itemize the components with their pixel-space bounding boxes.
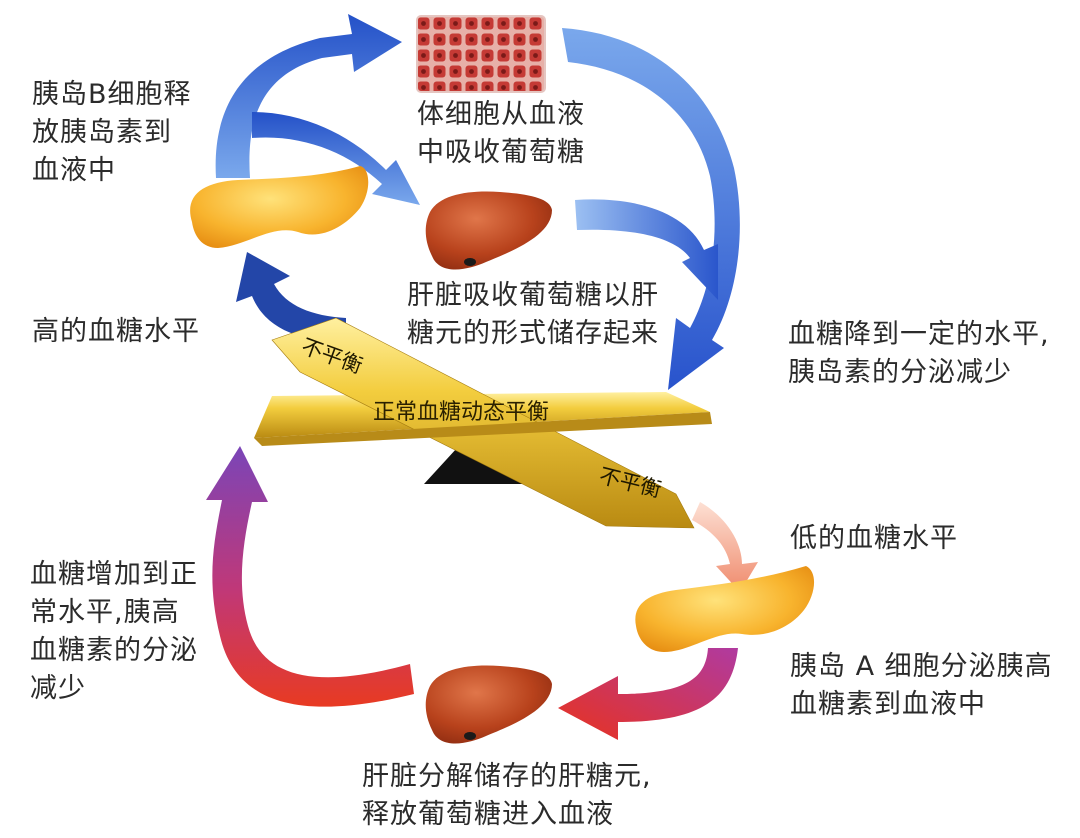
label-line: 肝脏分解储存的肝糖元, bbox=[362, 761, 652, 792]
label-glucose-rise: 血糖增加到正 常水平,胰高 血糖素的分泌 减少 bbox=[30, 556, 198, 708]
label-cells-absorb: 体细胞从血液 中吸收葡萄糖 bbox=[417, 96, 585, 172]
balance-center-label: 正常血糖动态平衡 bbox=[373, 400, 549, 425]
label-line: 中吸收葡萄糖 bbox=[417, 137, 585, 168]
label-line: 血糖增加到正 bbox=[30, 559, 198, 590]
label-line: 胰岛素的分泌减少 bbox=[788, 357, 1012, 388]
label-line: 血糖素到血液中 bbox=[790, 689, 986, 720]
label-line: 肝脏吸收葡萄糖以肝 bbox=[407, 280, 659, 311]
balance-beam-underside bbox=[254, 412, 712, 446]
label-line: 血糖素的分泌 bbox=[30, 635, 198, 666]
label-line: 胰岛B细胞释 bbox=[32, 79, 192, 110]
arrow-liver-to-balance bbox=[206, 446, 414, 707]
label-line: 胰岛 A 细胞分泌胰高 bbox=[790, 651, 1053, 682]
label-pancreas-b-release: 胰岛B细胞释 放胰岛素到 血液中 bbox=[32, 76, 192, 190]
label-line: 血液中 bbox=[32, 155, 116, 186]
liver-icon bbox=[425, 191, 552, 270]
arrow-high-to-pancreas bbox=[236, 252, 346, 342]
pancreas-icon bbox=[190, 166, 369, 248]
label-line: 糖元的形式储存起来 bbox=[407, 318, 659, 349]
balance-beam-tilted bbox=[271, 317, 695, 529]
arrow-liver-to-main bbox=[575, 199, 718, 300]
pancreas-icon bbox=[635, 566, 815, 652]
label-line: 放胰岛素到 bbox=[32, 117, 172, 148]
label-low-glucose: 低的血糖水平 bbox=[790, 523, 958, 554]
label-glucose-drop: 血糖降到一定的水平, 胰岛素的分泌减少 bbox=[788, 316, 1050, 392]
liver-icon bbox=[425, 665, 552, 744]
arrow-pancreas-to-liver bbox=[558, 648, 738, 740]
label-liver-store: 肝脏吸收葡萄糖以肝 糖元的形式储存起来 bbox=[407, 277, 659, 353]
arrow-branch-to-liver bbox=[252, 112, 420, 205]
label-liver-release: 肝脏分解储存的肝糖元, 释放葡萄糖进入血液 bbox=[362, 758, 652, 834]
label-pancreas-a-release: 胰岛 A 细胞分泌胰高 血糖素到血液中 bbox=[790, 648, 1053, 724]
arrow-low-to-pancreas bbox=[692, 502, 758, 592]
body-cells-tissue-icon bbox=[416, 15, 546, 93]
label-high-glucose: 高的血糖水平 bbox=[32, 316, 200, 347]
label-line: 血糖降到一定的水平, bbox=[788, 319, 1050, 350]
arrow-cells-to-balance bbox=[562, 28, 740, 390]
arrow-pancreas-to-cells bbox=[215, 14, 402, 178]
label-line: 常水平,胰高 bbox=[30, 597, 180, 628]
label-line: 体细胞从血液 bbox=[417, 99, 585, 130]
label-line: 释放葡萄糖进入血液 bbox=[362, 799, 614, 830]
label-line: 减少 bbox=[30, 673, 86, 704]
